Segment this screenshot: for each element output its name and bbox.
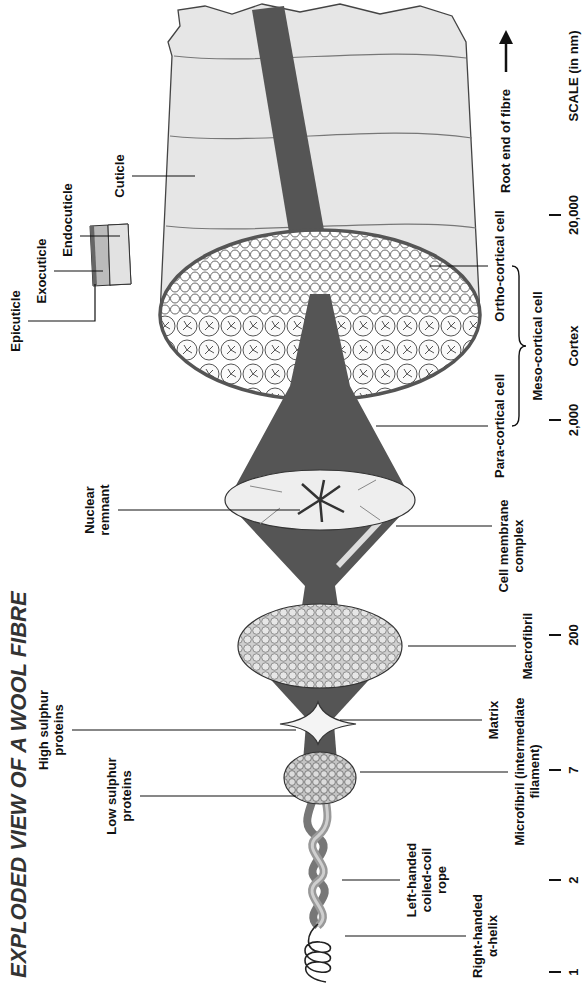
- part-label: Cell membrane complex: [496, 491, 526, 601]
- cortical-cell-spindle: [228, 294, 412, 500]
- part-label: Low sulphur proteins: [104, 751, 134, 841]
- endocuticle-layer: [108, 224, 131, 285]
- macrofibril-section: [238, 604, 402, 688]
- part-label: High sulphur proteins: [36, 685, 66, 775]
- rope-strand: [312, 802, 328, 926]
- direction-label: Root end of fibre: [498, 76, 513, 206]
- root-arrowhead: [499, 30, 513, 44]
- part-label: Macrofibril: [520, 606, 535, 686]
- scale-number: 2,000: [566, 390, 581, 450]
- nuclear-remnant-mark: [298, 480, 344, 522]
- alpha-helix: [305, 924, 331, 982]
- scale-title: SCALE (in nm): [566, 16, 581, 136]
- diagram-title: EXPLODED VIEW OF A WOOL FIBRE: [6, 591, 32, 978]
- part-label: Cuticle: [112, 141, 127, 211]
- part-label: Microfibril (intermediate filament): [512, 684, 542, 859]
- cuticle-cylinder: [160, 4, 480, 315]
- nuclear-section: [225, 470, 415, 530]
- cell-boundaries: [250, 480, 380, 524]
- part-label: Endocuticle: [60, 170, 75, 270]
- scale-number: 2: [566, 866, 581, 894]
- scale-number: 7: [566, 756, 581, 784]
- part-label: Matrix: [486, 680, 501, 760]
- scale-number: 1: [566, 958, 581, 986]
- brace: [512, 266, 526, 426]
- part-label: Exocuticle: [34, 226, 49, 316]
- part-label: Ortho-cortical cell: [492, 201, 507, 331]
- root-arrow: [505, 42, 508, 72]
- rope-highlight: [312, 802, 328, 926]
- scale-number: 200: [566, 610, 581, 660]
- cuticle-piece: [90, 224, 131, 286]
- cuticle-scale-edges: [166, 54, 476, 229]
- part-label: Epicuticle: [8, 276, 23, 366]
- epicuticle-layer: [90, 226, 97, 286]
- part-label: Meso-cortical cell: [530, 281, 545, 411]
- scale-number: 20,000: [566, 180, 581, 250]
- part-label: Nuclear remnant: [82, 470, 112, 550]
- part-label: Left-handed coiled-coil rope: [404, 836, 449, 924]
- matrix-star: [280, 702, 356, 744]
- part-label: Para-cortical cell: [492, 361, 507, 491]
- part-label: Right-handed α-helix: [470, 890, 500, 982]
- region-label: Cortex: [566, 306, 581, 386]
- leader-lines: [28, 176, 516, 936]
- scale-ticks: [549, 215, 561, 972]
